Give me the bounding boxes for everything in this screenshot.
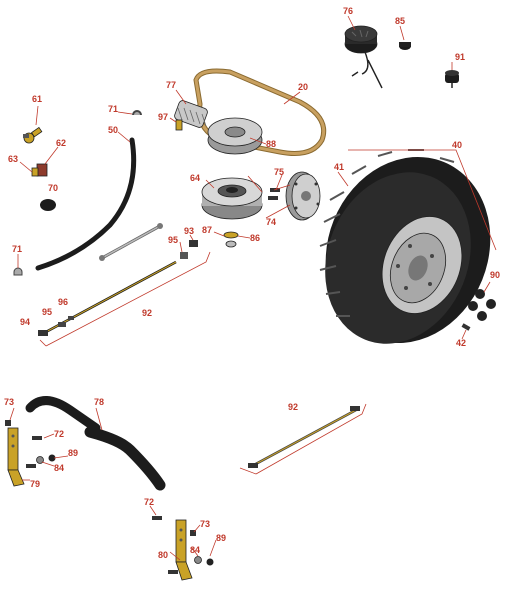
steering-lever-left-part (7, 427, 25, 487)
callout-93: 93 (184, 226, 194, 236)
callout-70: 70 (48, 183, 58, 193)
callout-84-right: 84 (190, 545, 200, 555)
callout-72-right: 72 (144, 497, 154, 507)
callout-labels: 76 85 91 77 20 61 71 97 88 50 62 63 70 4… (4, 6, 500, 560)
callout-74: 74 (266, 217, 276, 227)
spring-part (174, 100, 208, 128)
control-rod-upper-part (38, 260, 177, 336)
valve-stem-part (461, 323, 471, 331)
callout-92-lower: 92 (288, 402, 298, 412)
callout-94: 94 (20, 317, 30, 327)
callout-86: 86 (250, 233, 260, 243)
callout-90: 90 (490, 270, 500, 280)
plug-part (40, 199, 56, 211)
callout-96: 96 (58, 297, 68, 307)
clamp-part-lower (13, 267, 23, 276)
lug-nuts-part (468, 289, 496, 321)
callout-78: 78 (94, 397, 104, 407)
fuel-cap-part (344, 25, 383, 89)
fuel-filter-part (399, 42, 411, 50)
callout-62: 62 (56, 138, 66, 148)
callout-80: 80 (158, 550, 168, 560)
clamp-part-top (132, 110, 142, 116)
callout-50: 50 (108, 125, 118, 135)
pulley-part (207, 117, 263, 155)
knob-part (445, 70, 459, 88)
callout-76: 76 (343, 6, 353, 16)
wheel-hub-part (285, 171, 321, 221)
bolt-part (175, 119, 183, 131)
callout-95-lower: 95 (42, 307, 52, 317)
callout-73-right: 73 (200, 519, 210, 529)
callout-84-left: 84 (54, 463, 64, 473)
callout-88: 88 (266, 139, 276, 149)
callout-20: 20 (298, 82, 308, 92)
callout-85: 85 (395, 16, 405, 26)
callout-64: 64 (190, 173, 200, 183)
callout-91: 91 (455, 52, 465, 62)
callout-61: 61 (32, 94, 42, 104)
washer-part (223, 231, 239, 248)
tie-rod-part (99, 223, 163, 261)
callout-87: 87 (202, 225, 212, 235)
callout-75: 75 (274, 167, 284, 177)
callout-71-upper: 71 (108, 104, 118, 114)
rod-end-part (180, 240, 198, 259)
steering-lever-right-part (175, 519, 193, 581)
callout-77: 77 (166, 80, 176, 90)
leader-lines (9, 15, 497, 561)
lever-grip-part (25, 396, 166, 491)
callout-71-lower: 71 (12, 244, 22, 254)
callout-89-right: 89 (216, 533, 226, 543)
callout-89-left: 89 (68, 448, 78, 458)
callout-40: 40 (452, 140, 462, 150)
callout-73-left: 73 (4, 397, 14, 407)
pto-clutch-part (201, 177, 263, 220)
hose-part (35, 137, 137, 271)
key-switch-part (23, 126, 43, 144)
callout-95-upper: 95 (168, 235, 178, 245)
callout-79: 79 (30, 479, 40, 489)
connector-part (31, 163, 48, 177)
wheel-rim-part (381, 216, 463, 314)
control-rod-lower-part (248, 406, 360, 468)
callout-41: 41 (334, 162, 344, 172)
callout-92-upper: 92 (142, 308, 152, 318)
callout-97: 97 (158, 112, 168, 122)
hardware-left-part (5, 420, 56, 468)
callout-42: 42 (456, 338, 466, 348)
callout-72-left: 72 (54, 429, 64, 439)
callout-63: 63 (8, 154, 18, 164)
hardware-right-part (152, 516, 214, 574)
